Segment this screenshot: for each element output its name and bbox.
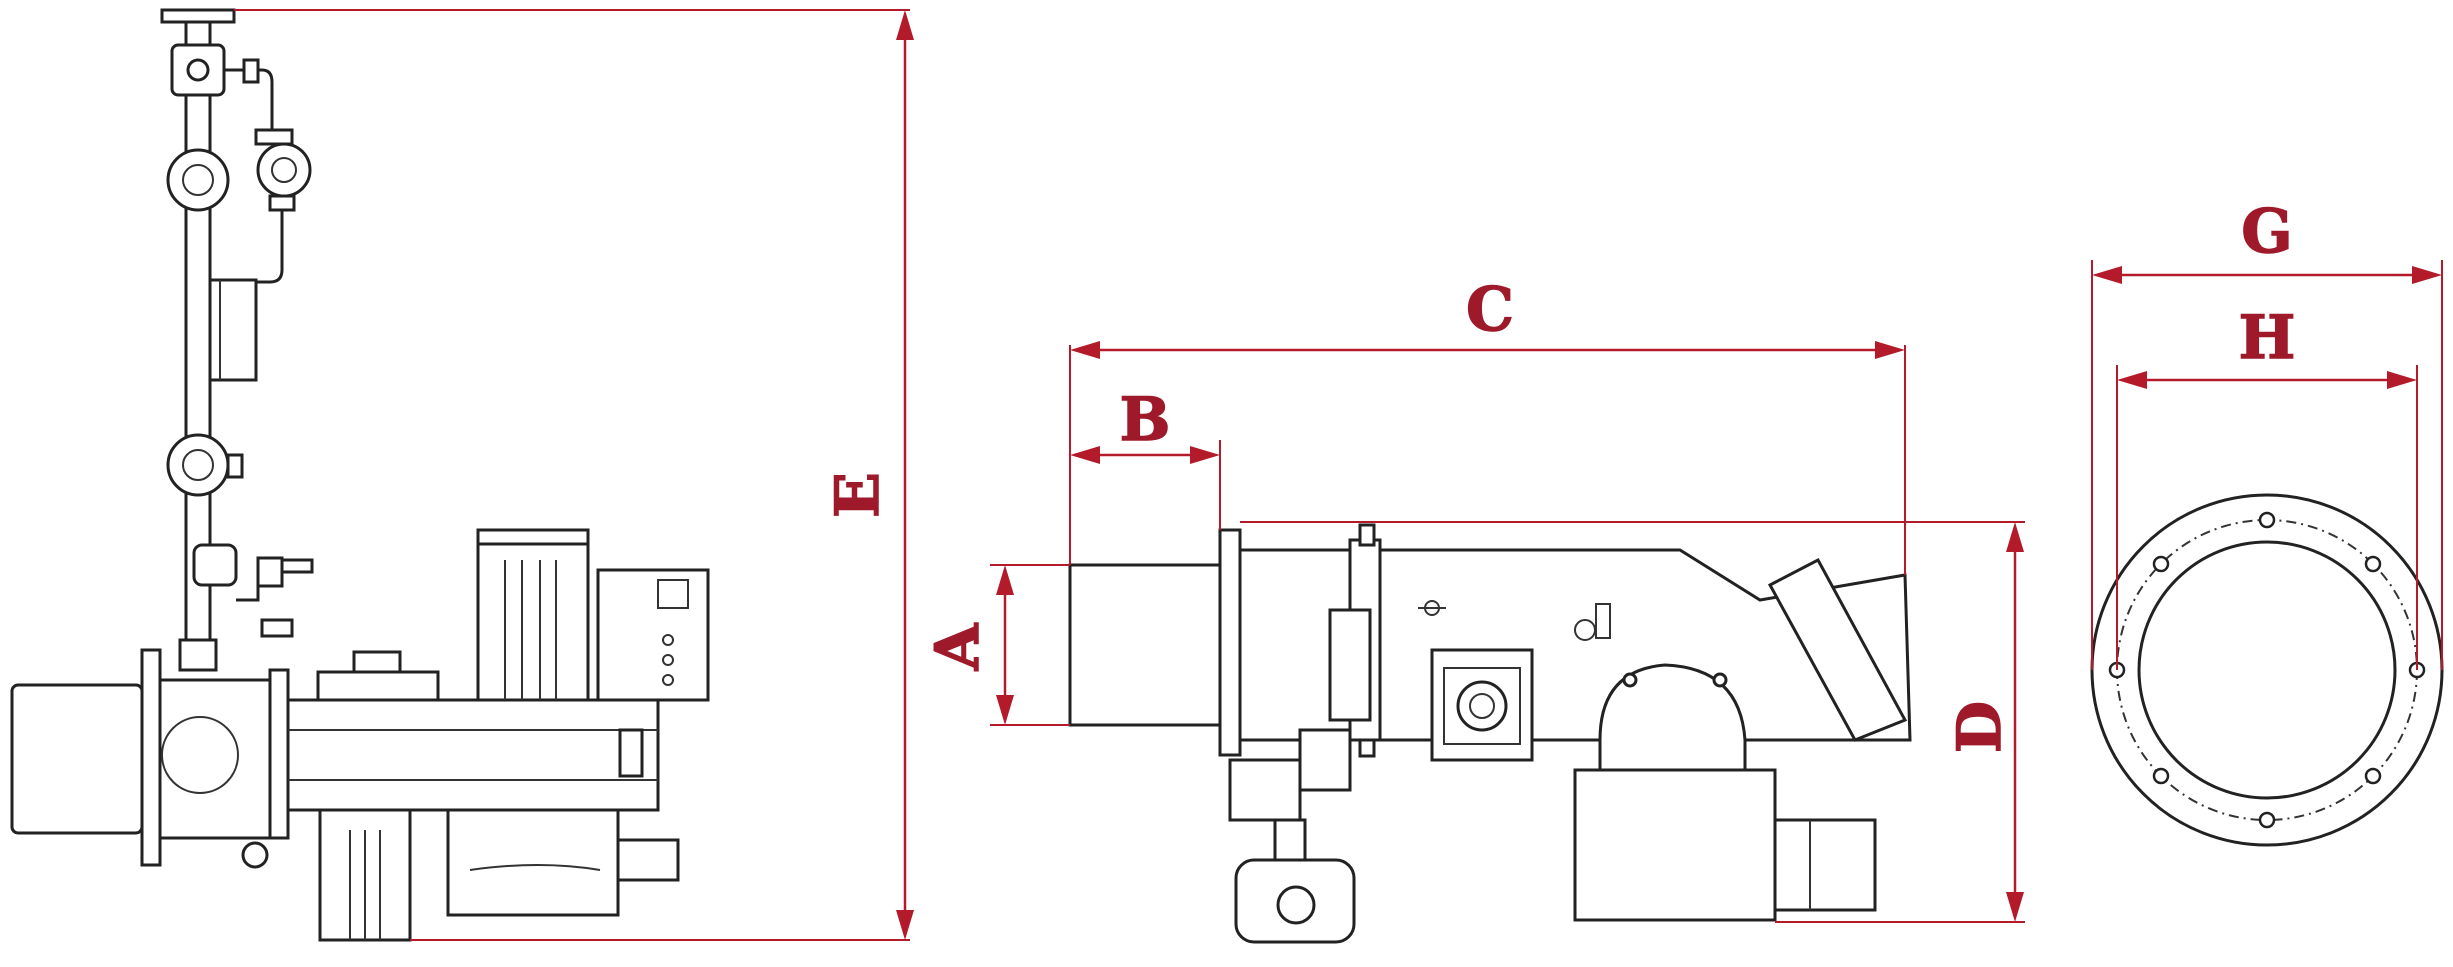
- top-cap: [160, 8, 236, 24]
- ball-valve-lower: [166, 433, 230, 497]
- side-view: [10, 8, 710, 942]
- flange-inner: [2137, 540, 2397, 800]
- bolt-hole-5: [2258, 811, 2276, 829]
- air-box-curve: [469, 864, 601, 871]
- front-motor: [1573, 768, 1777, 922]
- switch-tab: [280, 558, 314, 574]
- cover-plate: [316, 670, 440, 702]
- dim-B-label: B: [1120, 385, 1171, 455]
- motor-cap: [476, 528, 590, 546]
- dim-E-arrow-bottom: [896, 910, 914, 940]
- valve-knob: [186, 58, 210, 82]
- ball-valve-right-core: [271, 157, 297, 183]
- blast-tube: [10, 683, 144, 835]
- dim-C-arrow-left: [1070, 341, 1100, 359]
- air-box: [446, 808, 620, 917]
- dimension-D: D: [1240, 521, 2025, 923]
- front-motor-box: [1773, 818, 1877, 912]
- dim-B-arrow-right: [1190, 446, 1220, 464]
- pressure-switch: [256, 556, 284, 588]
- fan-window-inner: [1443, 667, 1521, 745]
- front-flange: [1218, 528, 1242, 757]
- control-led-1: [662, 634, 674, 646]
- drain-valve: [241, 841, 269, 869]
- ball-valve-right: [256, 142, 312, 198]
- cover-knob: [352, 650, 402, 674]
- bolt-hole-4: [2364, 767, 2382, 785]
- volute: [1598, 663, 1747, 782]
- control-display: [657, 579, 689, 609]
- dimension-E: E: [234, 9, 914, 941]
- volute-bolt-right: [1712, 672, 1728, 688]
- dim-H-arrow-right: [2387, 371, 2417, 389]
- volute-bolt-left: [1622, 672, 1638, 688]
- valve-lower-nub: [226, 453, 244, 479]
- dim-H-label: H: [2239, 303, 2296, 373]
- gas-head-circle: [161, 716, 239, 794]
- dim-A-arrow-bottom: [996, 695, 1014, 725]
- regulator: [192, 543, 238, 587]
- bolt-hole-8: [2152, 555, 2170, 573]
- dimension-B: B: [1069, 384, 1221, 565]
- body-handle: [618, 728, 644, 778]
- burner-body: [286, 698, 660, 812]
- dim-D-label: D: [1945, 701, 2015, 753]
- collar-pin-top: [1358, 523, 1376, 547]
- air-symbol-rect: [1595, 603, 1611, 639]
- return-pipe: [256, 210, 284, 284]
- dim-D-arrow-top: [2006, 522, 2024, 552]
- branch-fitting: [242, 58, 260, 84]
- dimension-A: A: [922, 564, 1070, 726]
- test-point: [260, 618, 294, 638]
- dim-G-arrow-right: [2412, 266, 2442, 284]
- gas-head: [158, 678, 282, 840]
- control-led-2: [662, 654, 674, 666]
- ball-valve-lower-core: [182, 449, 214, 481]
- flange-view: [2090, 493, 2444, 847]
- fan-rotor: [1456, 680, 1508, 732]
- front-view: [1068, 523, 1912, 944]
- front-valve-body: [1228, 758, 1302, 822]
- bolt-hole-1: [2258, 511, 2276, 529]
- inclined-head: [1767, 557, 1908, 742]
- control-led-3: [662, 674, 674, 686]
- mounting-flange: [140, 648, 162, 867]
- front-collar-block: [1328, 608, 1372, 722]
- front-blast-tube: [1068, 563, 1222, 727]
- front-valve-port: [1276, 885, 1316, 925]
- front-valve-head: [1298, 728, 1352, 792]
- bolt-hole-6: [2152, 767, 2170, 785]
- dimension-C: C: [1069, 274, 1906, 575]
- dim-G-label: G: [2241, 197, 2292, 267]
- valve-right-cap: [254, 128, 294, 146]
- bolt-hole-2: [2364, 555, 2382, 573]
- dim-A-label: A: [923, 622, 993, 671]
- ball-valve-left: [166, 148, 230, 212]
- gauge-pipe: [236, 586, 260, 602]
- dim-G-arrow-left: [2092, 266, 2122, 284]
- collar-pin-bottom: [1358, 738, 1376, 758]
- fan-hub: [1469, 693, 1495, 719]
- valve-right-foot: [268, 194, 296, 212]
- gas-filter: [208, 278, 258, 382]
- dim-E-arrow-top: [896, 10, 914, 40]
- front-valve-neck: [1273, 818, 1307, 867]
- dimension-H: H: [2116, 302, 2418, 670]
- dim-C-arrow-right: [1875, 341, 1905, 359]
- dim-H-arrow-left: [2117, 371, 2147, 389]
- pipe-joint: [178, 638, 218, 672]
- ball-valve-left-core: [182, 164, 214, 196]
- dim-C-label: C: [1466, 275, 1514, 345]
- dim-A-arrow-top: [996, 565, 1014, 595]
- dimension-G: G: [2091, 196, 2443, 670]
- branch-pipe: [224, 68, 274, 130]
- dim-E-label: E: [823, 472, 893, 518]
- air-box-port: [616, 838, 680, 882]
- control-box: [596, 568, 710, 702]
- dim-D-arrow-bottom: [2006, 892, 2024, 922]
- head-flange: [268, 668, 290, 840]
- dim-B-arrow-left: [1070, 446, 1100, 464]
- fan-motor: [476, 538, 590, 702]
